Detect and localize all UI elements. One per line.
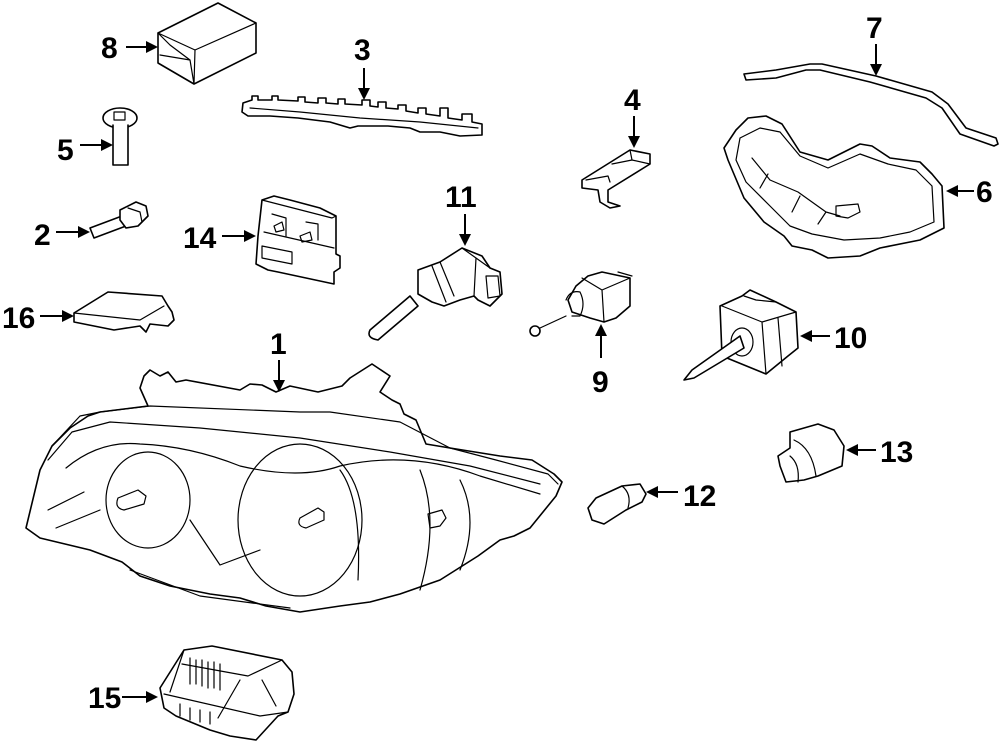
part-11-halogen-bulb[interactable] xyxy=(368,247,503,341)
callout-15-arrowhead xyxy=(146,691,158,703)
callout-6-arrowhead xyxy=(946,185,958,197)
part-7-seal-strip[interactable] xyxy=(743,63,999,147)
callout-4-label: 4 xyxy=(624,84,641,117)
callout-7-label: 7 xyxy=(866,12,883,45)
callout-2-label: 2 xyxy=(34,219,51,252)
callout-2-arrowhead xyxy=(78,226,90,238)
part-2-bolt[interactable] xyxy=(89,201,149,239)
part-14-ballast-module[interactable] xyxy=(255,195,341,285)
callout-3-arrowhead xyxy=(358,88,370,100)
callout-14-label: 14 xyxy=(183,222,217,255)
callout-14: 14 xyxy=(183,222,256,255)
callout-11-label: 11 xyxy=(445,181,477,214)
callout-5-label: 5 xyxy=(57,134,74,167)
callout-1-label: 1 xyxy=(270,328,287,361)
callout-13-arrowhead xyxy=(846,444,858,456)
part-3-trim-strip[interactable] xyxy=(241,95,483,137)
callout-16: 16 xyxy=(2,302,74,335)
callout-12: 12 xyxy=(646,480,716,513)
part-10-xenon-bulb[interactable] xyxy=(683,289,799,381)
part-13-bulb-socket[interactable] xyxy=(777,423,845,483)
callout-9: 9 xyxy=(592,324,609,399)
callout-10-label: 10 xyxy=(834,322,867,355)
callout-4-arrowhead xyxy=(628,136,640,148)
callout-2: 2 xyxy=(34,219,90,252)
part-12-side-marker-bulb[interactable] xyxy=(587,483,647,525)
part-4-bracket[interactable] xyxy=(581,149,651,209)
callout-10: 10 xyxy=(800,322,867,355)
part-8-control-module[interactable] xyxy=(157,2,257,85)
part-16-access-cover[interactable] xyxy=(73,291,175,333)
callout-12-arrowhead xyxy=(646,486,658,498)
callout-5-arrowhead xyxy=(101,139,113,151)
callout-8: 8 xyxy=(101,32,158,65)
part-15-igniter-module[interactable] xyxy=(159,645,295,741)
callout-13-label: 13 xyxy=(880,436,913,469)
callout-16-label: 16 xyxy=(2,302,35,335)
callout-1-arrowhead xyxy=(273,380,285,392)
callout-6: 6 xyxy=(946,176,993,209)
callout-4: 4 xyxy=(624,84,641,148)
callout-7-arrowhead xyxy=(870,64,882,76)
callout-10-arrowhead xyxy=(800,330,812,342)
callout-3-label: 3 xyxy=(354,34,371,67)
callout-16-arrowhead xyxy=(62,310,74,322)
callout-3: 3 xyxy=(354,34,371,100)
callout-11-arrowhead xyxy=(459,234,471,246)
callout-8-arrowhead xyxy=(146,41,158,53)
callout-5: 5 xyxy=(57,134,113,167)
callout-13: 13 xyxy=(846,436,913,469)
callout-9-label: 9 xyxy=(592,366,609,399)
callout-6-label: 6 xyxy=(976,176,993,209)
callout-15: 15 xyxy=(88,682,158,715)
part-6-housing-gasket[interactable] xyxy=(723,115,945,259)
callout-9-arrowhead xyxy=(595,324,607,336)
callout-14-arrowhead xyxy=(244,230,256,242)
part-1-headlamp-assembly[interactable] xyxy=(25,363,563,613)
callout-11: 11 xyxy=(445,181,477,246)
callout-8-label: 8 xyxy=(101,32,118,65)
part-5-screw[interactable] xyxy=(102,107,138,166)
callout-15-label: 15 xyxy=(88,682,121,715)
callout-1: 1 xyxy=(270,328,287,392)
callout-12-label: 12 xyxy=(683,480,716,513)
callout-7: 7 xyxy=(866,12,883,76)
part-9-socket[interactable] xyxy=(529,271,633,337)
